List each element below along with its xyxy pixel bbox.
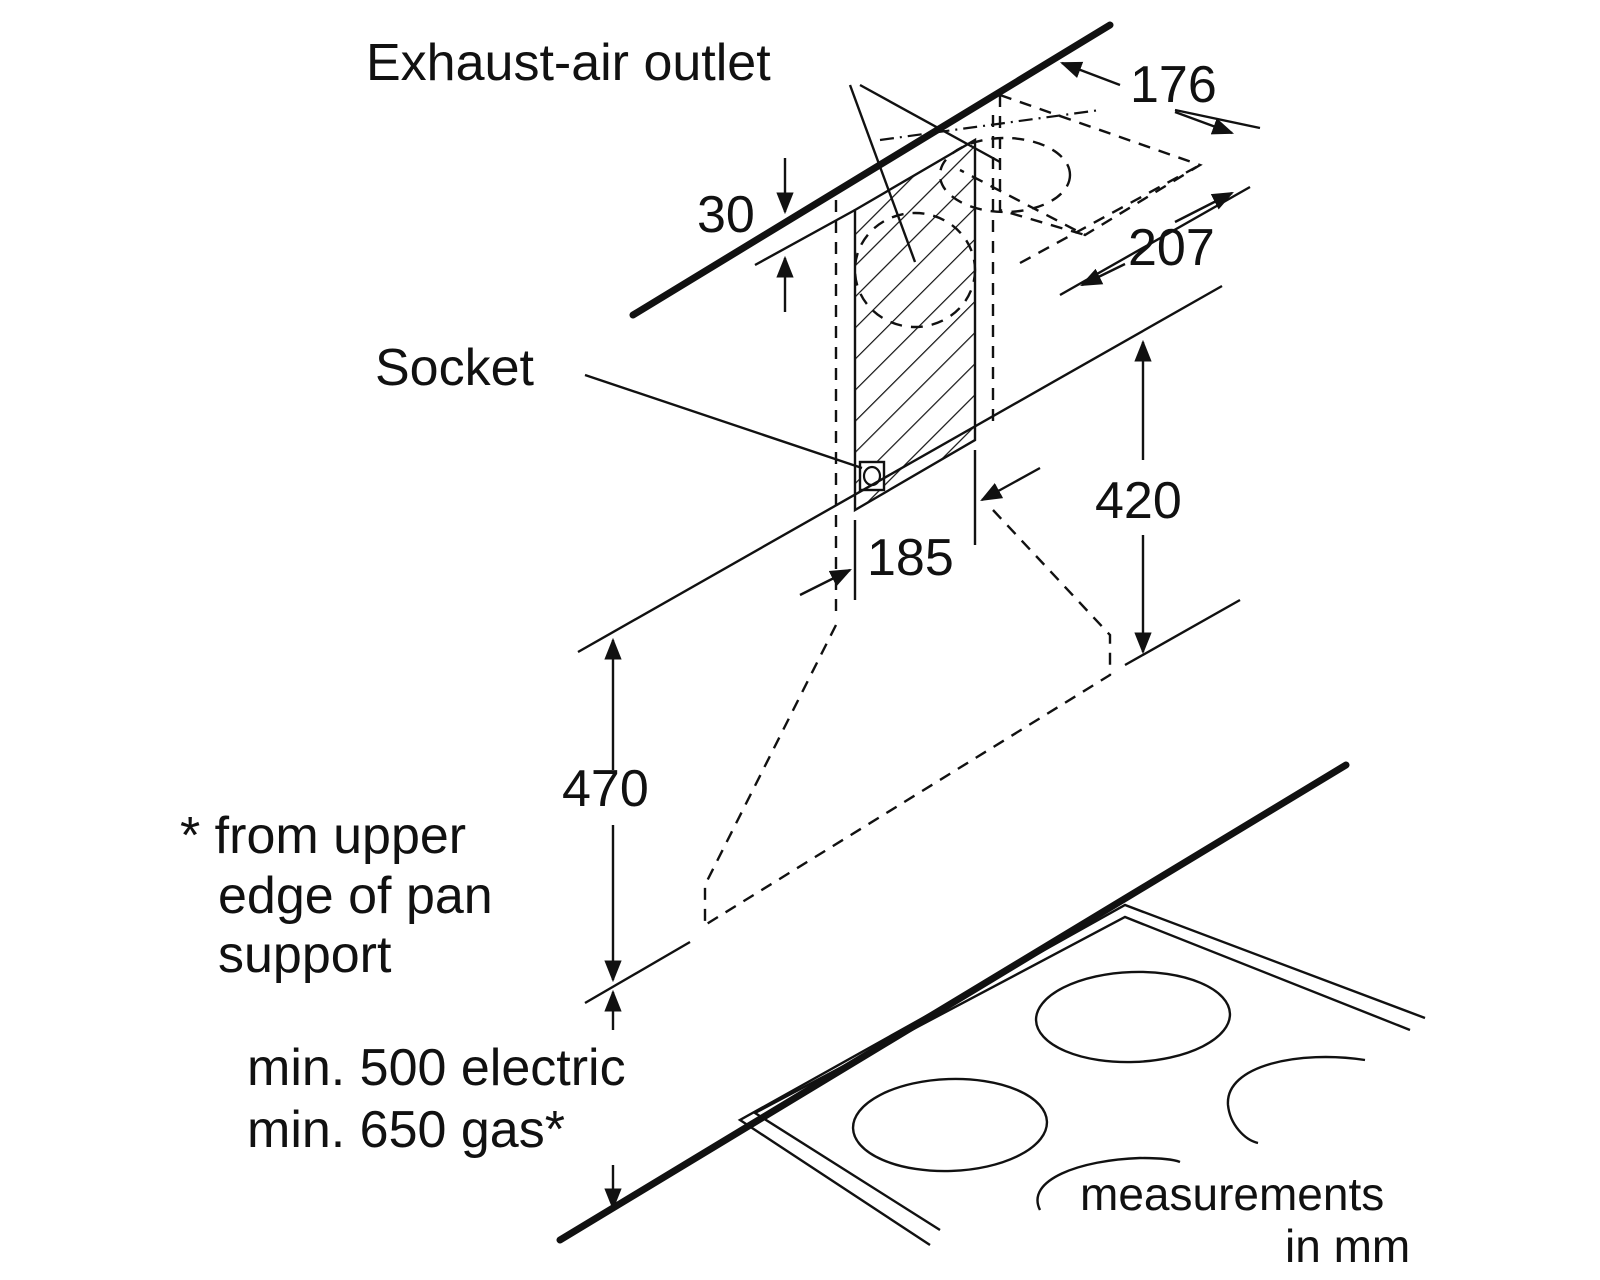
ceiling-flange-outline: [879, 93, 1203, 265]
dim-185-label: 185: [867, 529, 954, 587]
dim-30-label: 30: [697, 186, 755, 244]
hob-zone-right: [1226, 1055, 1366, 1145]
hob-zone-front-right: [1036, 1156, 1181, 1211]
dim-176-label: 176: [1130, 56, 1217, 114]
dim-207-arrows: [1080, 191, 1234, 287]
dim-207-label: 207: [1128, 219, 1215, 277]
units-line-1: measurements: [1080, 1168, 1384, 1220]
exhaust-outlet-label: Exhaust-air outlet: [366, 34, 771, 92]
min-electric-label: min. 500 electric: [247, 1039, 626, 1097]
ceiling-line: [629, 21, 1114, 319]
min-gas-label: min. 650 gas*: [247, 1101, 565, 1159]
chimney-zone: [853, 137, 977, 513]
dim-185-arrows: [799, 466, 1041, 597]
dim-420-label: 420: [1095, 472, 1182, 530]
worktop-edge: [556, 761, 1350, 1244]
exhaust-outlet-opening: [938, 136, 1072, 214]
footnote-line-3: support: [218, 926, 392, 984]
socket-label: Socket: [375, 339, 535, 397]
units-line-2: in mm: [1285, 1220, 1410, 1272]
dim-470-label: 470: [562, 760, 649, 818]
hood-canopy-outline: [703, 509, 1112, 927]
footnote-line-2: edge of pan: [218, 867, 493, 925]
hob-outline: [737, 903, 1426, 1247]
hob-zone-rear: [1034, 970, 1232, 1064]
footnote-line-1: * from upper: [180, 807, 466, 865]
dim-176-arrows: [1059, 61, 1235, 135]
hob-zone-front: [851, 1077, 1049, 1173]
